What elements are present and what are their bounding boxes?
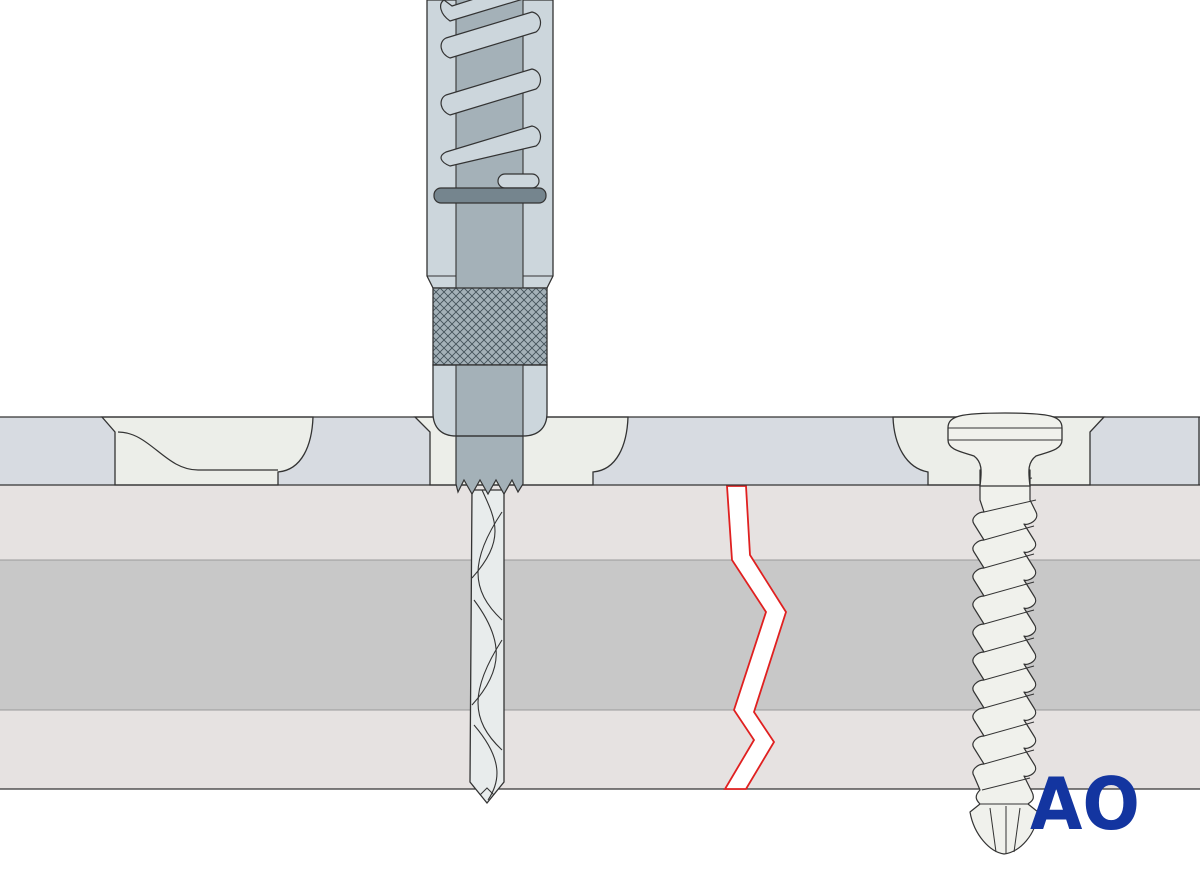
guide-spring bbox=[440, 0, 542, 189]
ao-logo: AO bbox=[1030, 762, 1140, 846]
guide-serrated-tip bbox=[455, 435, 524, 496]
screw-shaft bbox=[969, 469, 1039, 855]
fracture-line bbox=[723, 485, 787, 790]
guide-band bbox=[433, 187, 547, 204]
drill-guide-icon bbox=[426, 0, 554, 496]
screw-head bbox=[947, 412, 1063, 487]
guide-knurled-grip bbox=[432, 287, 548, 366]
cortex-screw-icon bbox=[947, 412, 1063, 855]
drill-bit-icon bbox=[469, 489, 505, 805]
ao-logo-text: AO bbox=[1030, 762, 1140, 846]
